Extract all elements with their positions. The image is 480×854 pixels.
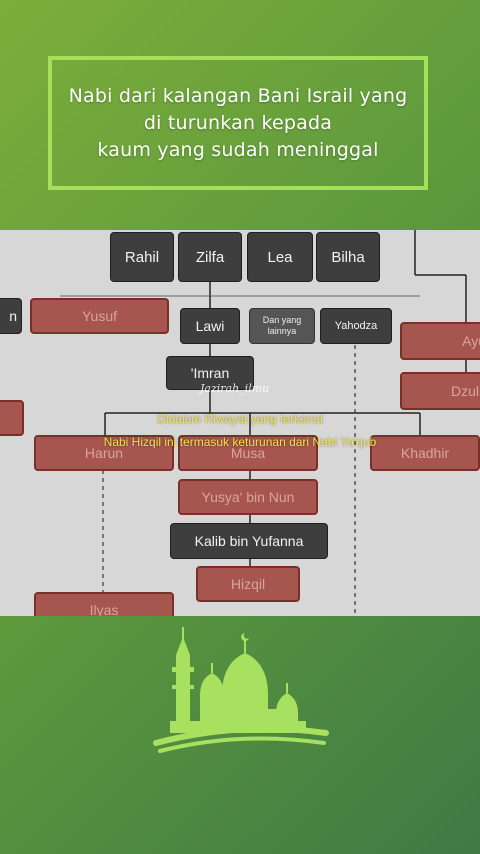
node-yusya-bin-nun: Yusya' bin Nun bbox=[178, 479, 318, 515]
node-ilyas: Ilyas bbox=[34, 592, 174, 616]
node-left-cut-red bbox=[0, 400, 24, 436]
node-yusuf: Yusuf bbox=[30, 298, 169, 334]
node-kalib-bin-yufanna: Kalib bin Yufanna bbox=[170, 523, 328, 559]
title-line-2: di turunkan kepada bbox=[143, 111, 333, 134]
title-line-3: kaum yang sudah meninggal bbox=[97, 138, 379, 161]
node-zilfa: Zilfa bbox=[178, 232, 242, 282]
wave-2 bbox=[158, 736, 326, 753]
node-rahil: Rahil bbox=[110, 232, 174, 282]
node-musa: Musa bbox=[178, 435, 318, 471]
title-line-1: Nabi dari kalangan Bani Israil yang bbox=[68, 84, 408, 107]
wave-1 bbox=[153, 725, 329, 746]
node-bilha: Bilha bbox=[316, 232, 380, 282]
node-hizqil: Hizqil bbox=[196, 566, 300, 602]
caption-line-1: Didalam Riwayat yang terkenal bbox=[157, 412, 323, 426]
caption-line-2: Nabi Hizqil ini termasuk keturunan dari … bbox=[103, 435, 377, 449]
minaret bbox=[176, 655, 190, 733]
node-lea: Lea bbox=[247, 232, 313, 282]
node-imran: 'Imran bbox=[166, 356, 254, 390]
node-ayub: Ayu bbox=[400, 322, 480, 360]
left-dome bbox=[200, 673, 224, 721]
right-dome bbox=[276, 693, 298, 725]
title-frame: Nabi dari kalangan Bani Israil yang di t… bbox=[48, 56, 428, 190]
node-left-cut: n bbox=[0, 298, 22, 334]
node-lawi: Lawi bbox=[180, 308, 240, 344]
node-khadhir: Khadhir bbox=[370, 435, 480, 471]
node-harun: Harun bbox=[34, 435, 174, 471]
node-dzulkifli: Dzulk bbox=[400, 372, 480, 410]
watermark: Jazirah_ilmu bbox=[200, 382, 270, 395]
node-dan-yang-lainnya: Dan yang lainnya bbox=[249, 308, 315, 344]
mosque-icon bbox=[153, 627, 329, 753]
connector-lines bbox=[60, 230, 467, 616]
main-dome bbox=[222, 653, 268, 725]
family-tree-diagram: Rahil Zilfa Lea Bilha n Yusuf Lawi Dan y… bbox=[0, 230, 480, 616]
node-yahudza: Yahodza bbox=[320, 308, 392, 344]
